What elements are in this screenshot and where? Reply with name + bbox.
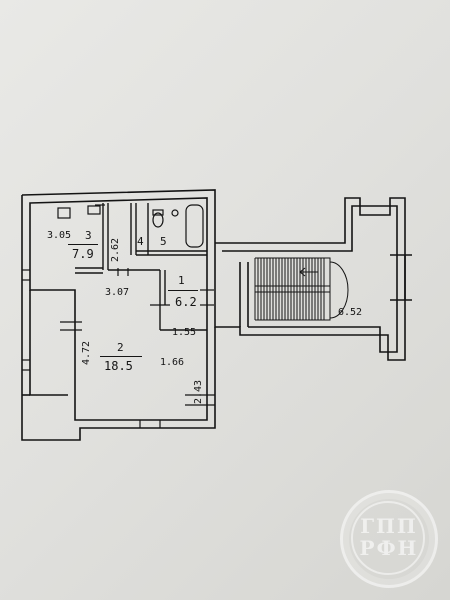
sanitary-fixtures (57, 204, 204, 248)
toilet-icon (152, 212, 164, 228)
room-2-rule (100, 356, 142, 357)
stove-icon (57, 207, 71, 219)
dimension-label: 2.62 (110, 237, 121, 262)
internal-partitions (75, 203, 207, 331)
watermark-line-1: ГПП (360, 514, 418, 538)
dimension-label: 1.55 (172, 327, 197, 338)
dimension-label: 4.72 (81, 340, 92, 365)
dimension-label: 1.66 (160, 357, 185, 368)
watermark-text: ГПП РФН (343, 515, 435, 559)
room-2-area: 18.5 (104, 359, 133, 373)
window-marks (22, 269, 215, 428)
sink-icon (171, 209, 179, 217)
room-5-number: 5 (160, 235, 167, 248)
dimension-label: 3.05 (47, 230, 72, 241)
room-2-number: 2 (117, 341, 124, 354)
room-1-area: 6.2 (175, 295, 197, 309)
dimension-label: 2.43 (193, 379, 204, 404)
watermark-logo: ГПП РФН (340, 490, 438, 588)
room-3-rule (68, 244, 98, 245)
watermark-ring (351, 501, 425, 575)
dimension-label: 3.07 (105, 287, 130, 298)
room-4-number: 4 (137, 235, 144, 248)
bathtub-icon (185, 204, 204, 248)
door-marks (60, 204, 214, 331)
watermark-line-2: РФН (359, 536, 419, 560)
room-3-number: 3 (85, 229, 92, 242)
room-1-number: 1 (178, 274, 185, 287)
stairwell (215, 197, 412, 361)
room-1-rule (168, 290, 198, 291)
dimension-label: 6.52 (338, 307, 363, 318)
room-3-area: 7.9 (72, 247, 94, 261)
stair-steps (254, 257, 349, 321)
apartment-walls (21, 189, 222, 441)
